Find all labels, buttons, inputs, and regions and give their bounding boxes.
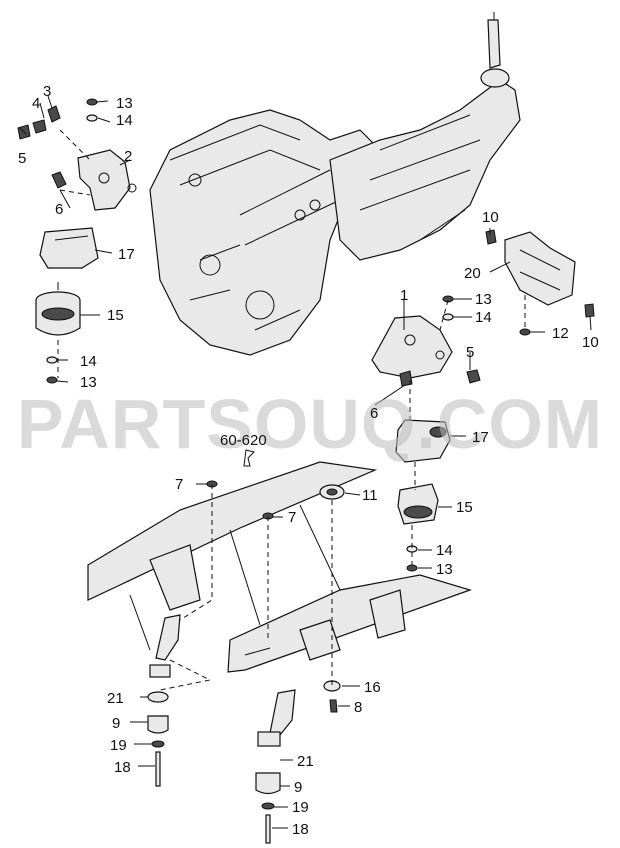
callout-18: 18 (114, 759, 131, 776)
callout-14: 14 (475, 309, 492, 326)
transmission-mount-bracket (485, 229, 595, 336)
callout-6: 6 (55, 201, 63, 218)
callout-9: 9 (112, 715, 120, 732)
frame-center-hardware (206, 480, 345, 713)
left-hardware (17, 98, 98, 384)
callout-19: 19 (110, 737, 127, 754)
right-insulator-bracket (395, 419, 451, 463)
callout-7: 7 (288, 509, 296, 526)
reference-pointer-icon (243, 449, 255, 467)
callout-6: 6 (370, 405, 378, 422)
callout-1: 1 (400, 287, 408, 304)
callout-14: 14 (116, 112, 133, 129)
callout-7: 7 (175, 476, 183, 493)
callout-21: 21 (107, 690, 124, 707)
callout-leaders (19, 95, 592, 829)
callout-13: 13 (80, 374, 97, 391)
transmission-assembly (329, 12, 521, 261)
right-engine-bracket (371, 315, 453, 379)
right-hardware (399, 295, 481, 572)
callout-10: 10 (482, 209, 499, 226)
callout-10: 10 (582, 334, 599, 351)
callout-15: 15 (456, 499, 473, 516)
callout-13: 13 (436, 561, 453, 578)
callout-14: 14 (80, 353, 97, 370)
callout-8: 8 (354, 699, 362, 716)
assembly-guide-lines (57, 129, 526, 691)
left-insulator-bracket (39, 227, 99, 269)
left-insulator (35, 282, 81, 336)
callout-12: 12 (552, 325, 569, 342)
callout-15: 15 (107, 307, 124, 324)
callout-21: 21 (297, 753, 314, 770)
callout-13: 13 (116, 95, 133, 112)
chassis-frame (87, 461, 472, 673)
callout-18: 18 (292, 821, 309, 838)
callout-11: 11 (362, 487, 378, 504)
callout-9: 9 (294, 779, 302, 796)
callout-labels: 3 4 5 13 14 2 6 17 15 14 13 10 20 12 10 … (18, 83, 599, 838)
callout-17: 17 (118, 246, 135, 263)
frame-mount-right (255, 689, 296, 844)
callout-3: 3 (43, 83, 51, 100)
callout-14: 14 (436, 542, 453, 559)
callout-17: 17 (472, 429, 489, 446)
callout-19: 19 (292, 799, 309, 816)
callout-5: 5 (18, 150, 26, 167)
callout-13: 13 (475, 291, 492, 308)
callout-4: 4 (32, 95, 40, 112)
reference-label: 60-620 (220, 432, 267, 449)
right-insulator (397, 483, 439, 525)
callout-5: 5 (466, 344, 474, 361)
callout-16: 16 (364, 679, 381, 696)
left-engine-bracket (77, 149, 137, 211)
watermark: PARTSOUQ.COM (17, 385, 603, 463)
callout-20: 20 (464, 265, 481, 282)
frame-mount-left (147, 614, 181, 787)
callout-2: 2 (124, 148, 132, 165)
